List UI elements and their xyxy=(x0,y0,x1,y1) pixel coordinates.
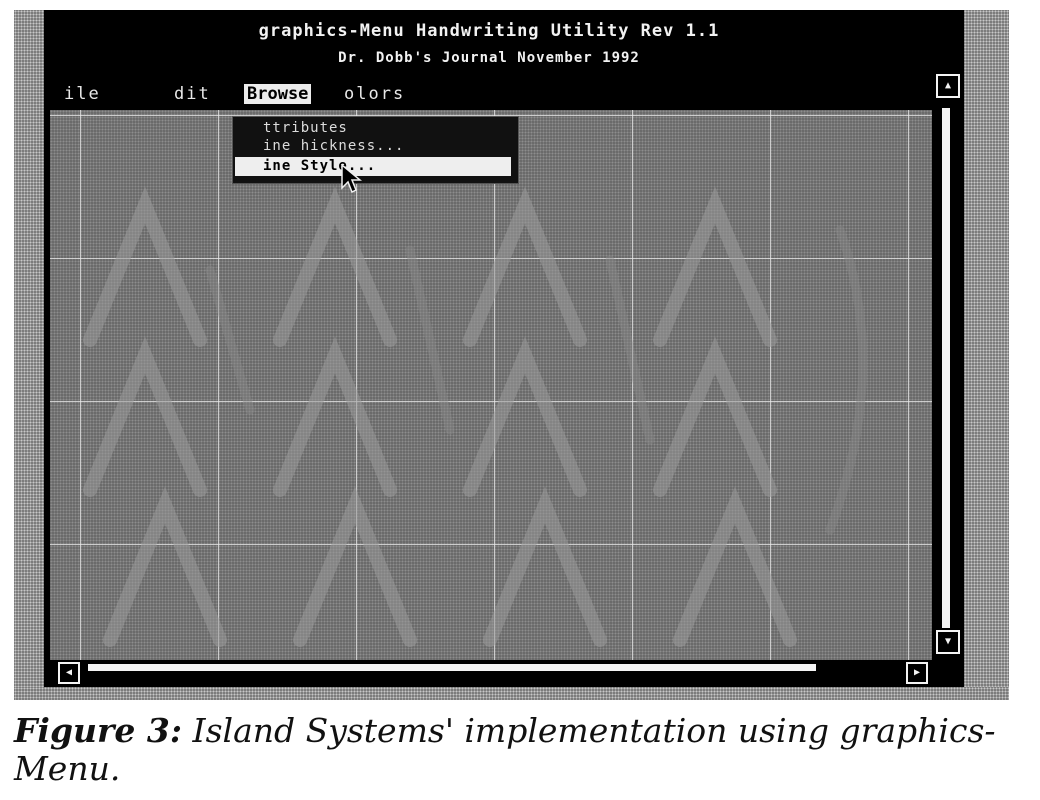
desktop-background xyxy=(14,10,44,700)
menu-item-attributes[interactable]: ttributes xyxy=(263,120,348,136)
scroll-right-icon[interactable]: ▶ xyxy=(906,662,928,684)
vertical-scrollbar[interactable]: ▲ ▼ xyxy=(932,70,964,660)
window-title: graphics-Menu Handwriting Utility Rev 1.… xyxy=(258,21,720,41)
menu-item-line-thickness[interactable]: ine hickness... xyxy=(263,138,405,154)
desktop-background-bottom xyxy=(14,687,1009,700)
vertical-scroll-track[interactable] xyxy=(942,108,950,628)
caption-text: Island Systems' implementation using gra… xyxy=(14,711,996,788)
screenshot-frame: graphics-Menu Handwriting Utility Rev 1.… xyxy=(14,10,1009,700)
browse-dropdown-menu: ttributes ine hickness... ine Style... xyxy=(232,116,519,184)
menu-item-line-style[interactable]: ine Style... xyxy=(235,157,511,176)
window-titlebar: graphics-Menu Handwriting Utility Rev 1.… xyxy=(44,10,934,76)
horizontal-scrollbar[interactable]: ◀ ▶ xyxy=(44,660,964,687)
scroll-down-icon[interactable]: ▼ xyxy=(936,630,960,654)
horizontal-scroll-track[interactable] xyxy=(88,664,816,671)
menu-bar: ile dit Browse olors xyxy=(44,80,934,110)
handwriting-strokes xyxy=(83,186,868,647)
drawing-canvas[interactable] xyxy=(50,110,934,662)
arrow-pointer-icon xyxy=(341,164,362,194)
menu-colors[interactable]: olors xyxy=(344,84,406,104)
scroll-left-icon[interactable]: ◀ xyxy=(58,662,80,684)
menu-file[interactable]: ile xyxy=(64,84,101,104)
caption-label: Figure 3: xyxy=(14,711,183,750)
figure-caption: Figure 3: Island Systems' implementation… xyxy=(14,712,1014,788)
scroll-up-icon[interactable]: ▲ xyxy=(936,74,960,98)
menu-browse[interactable]: Browse xyxy=(244,84,312,104)
window-subtitle: Dr. Dobb's Journal November 1992 xyxy=(338,50,640,66)
menu-edit[interactable]: dit xyxy=(174,84,211,104)
desktop-background-right xyxy=(964,10,1009,700)
